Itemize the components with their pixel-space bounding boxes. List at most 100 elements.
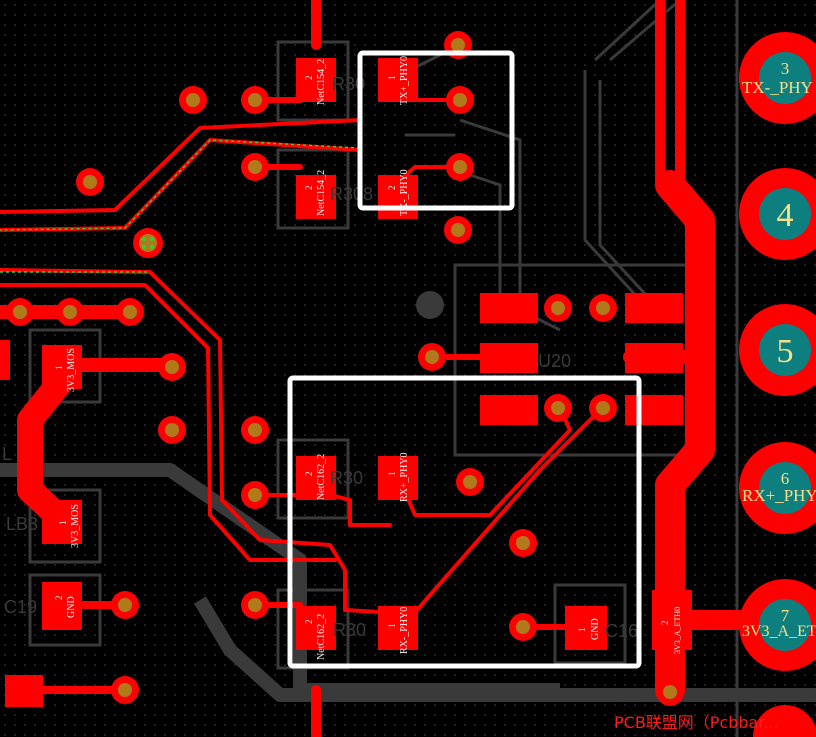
pin-3-num: 3 [781, 59, 790, 78]
net-highlight [0, 139, 361, 273]
label-r-top-phy: TX+_PHY0 [399, 56, 410, 105]
label-c16-gnd: GND [590, 618, 601, 640]
selection-highlights [287, 50, 642, 669]
pad-r-low1-b [378, 456, 418, 500]
connector [739, 32, 816, 737]
label-eth-cap: 3V3_A_ETH0 [673, 607, 682, 654]
svg-text:1: 1 [387, 624, 397, 629]
silk-trace-a [459, 118, 561, 332]
ref-designators: R30 R308 U20 R30 R30 C16 LB3 C19 L [2, 74, 638, 641]
trace-right-power [655, 170, 715, 705]
ref-r30-low: R30 [330, 468, 363, 488]
label-mos-bot: 3V3_MOS [70, 504, 81, 548]
trace-rx-plus-u20 [398, 406, 572, 517]
mounting-hole [416, 291, 444, 319]
pad-u20-1 [480, 293, 538, 323]
vias [6, 31, 684, 706]
silk-diag-3 [593, 0, 662, 62]
silk-diag-1 [583, 70, 642, 302]
pad-r-low2-b [378, 606, 418, 650]
silk-diag-4 [609, 0, 681, 62]
pad-r-low1-a [296, 456, 336, 500]
label-mos-top: 3V3_MOS [66, 348, 77, 392]
svg-text:2: 2 [387, 186, 397, 191]
pad-gnd-left [42, 582, 82, 630]
silk-trace-b [469, 173, 502, 320]
smd-pads [0, 58, 692, 707]
pad-u20-3 [480, 395, 538, 425]
plane-path-bottom [193, 596, 816, 702]
label-r-low1-net: NetC162_2 [316, 454, 327, 500]
svg-text:2: 2 [304, 186, 314, 191]
pad-r-mid-a [296, 175, 336, 219]
silk-gnd-left [28, 573, 102, 647]
label-r-mid-net: NetC154_2 [316, 170, 327, 216]
highlight-tx-minus [0, 139, 361, 231]
selection-box-rx[interactable] [287, 375, 642, 669]
ref-r30-top: R30 [332, 74, 365, 94]
silk-r-low1 [276, 438, 350, 520]
ref-u20: U20 [538, 351, 571, 371]
svg-text:2: 2 [304, 472, 314, 477]
selection-box-tx[interactable] [357, 50, 515, 211]
trace-rx-b [0, 283, 337, 562]
label-r-low1-phy: RX+_PHY0 [399, 452, 410, 502]
pin-6-net: RX+_PHY [742, 486, 816, 505]
plane-path-lower [0, 463, 560, 697]
svg-text:2: 2 [304, 620, 314, 625]
silk-r-mid [276, 148, 350, 230]
pad-left-edge [0, 340, 10, 380]
svg-text:1: 1 [387, 472, 397, 477]
watermark-text: PCB联盟网（Pcbbar... [614, 713, 779, 732]
svg-text:2: 2 [660, 621, 670, 626]
silk-outlines [28, 0, 739, 737]
label-r-low2-phy: RX-_PHY0 [399, 607, 410, 654]
pad-r-top-b [378, 58, 418, 102]
svg-text:1: 1 [577, 628, 587, 633]
trace-left-power-3 [17, 367, 75, 533]
pin-4-num: 4 [777, 197, 794, 234]
label-r-top-net: NetC154_2 [316, 59, 327, 105]
svg-text:1: 1 [54, 366, 64, 371]
pad-u20-4 [625, 293, 683, 323]
pin-5-num: 5 [777, 333, 794, 370]
pad-mos-top [42, 345, 82, 389]
pad-mos-bot [42, 500, 82, 544]
ref-c16: C16 [605, 621, 638, 641]
pin-7-num: 7 [781, 606, 790, 625]
connector-labels: 3 TX-_PHY 4 5 6 RX+_PHY 7 3V3_A_ETH [742, 59, 816, 640]
ref-r308: R308 [330, 184, 373, 204]
pad-eth-cap [652, 590, 692, 650]
silk-mos-bot [28, 488, 102, 564]
pad-u20-5 [625, 343, 683, 373]
pad-c16 [565, 606, 607, 650]
pin-7-net: 3V3_A_ETH [742, 623, 816, 640]
trace-rx-a [0, 268, 382, 614]
pad-bottom-left [5, 675, 43, 707]
pad-r-top-a [296, 58, 336, 102]
pad-labels: NetC154_2 2 TX+_PHY0 1 NetC154_2 2 TX-_P… [54, 56, 682, 660]
ref-l: L [2, 444, 12, 464]
label-r-low2-net: NetC162_2 [316, 614, 327, 660]
svg-text:2: 2 [54, 596, 64, 601]
pad-r-low2-a [296, 606, 336, 650]
svg-text:2: 2 [304, 76, 314, 81]
trace-tx-plus [0, 118, 362, 214]
ref-c19: C19 [4, 597, 37, 617]
svg-text:1: 1 [58, 521, 68, 526]
ground-plane-shapes [0, 463, 816, 702]
label-r-mid-phy: TX-_PHY0 [399, 169, 410, 216]
pin-6-num: 6 [781, 469, 790, 488]
label-gnd-left: GND [66, 596, 77, 618]
pad-r-mid-b [378, 175, 418, 219]
pad-u20-6 [625, 395, 683, 425]
ref-lb3: LB3 [6, 514, 38, 534]
silk-diag-2 [598, 80, 662, 312]
svg-text:1: 1 [387, 76, 397, 81]
pin-3-net: TX-_PHY [742, 78, 813, 97]
pad-u20-2 [480, 343, 538, 373]
trace-rx-minus-u20 [398, 406, 605, 632]
ref-r30-bot: R30 [333, 620, 366, 640]
